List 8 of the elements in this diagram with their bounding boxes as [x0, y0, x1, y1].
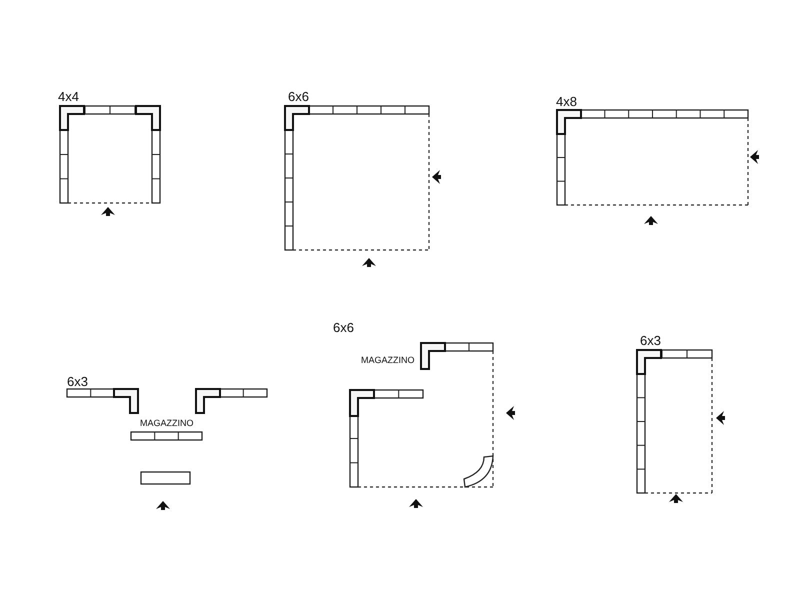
stand-size-label: 6x3	[640, 334, 661, 347]
stand-size-label: 6x6	[333, 321, 354, 334]
storage-label: MAGAZZINO	[140, 419, 194, 428]
stand-size-label: 6x3	[67, 375, 88, 388]
stand-size-label: 6x6	[288, 90, 309, 103]
stand-size-label: 4x8	[556, 95, 577, 108]
storage-label: MAGAZZINO	[361, 356, 414, 365]
stand-size-label: 4x4	[58, 90, 79, 103]
